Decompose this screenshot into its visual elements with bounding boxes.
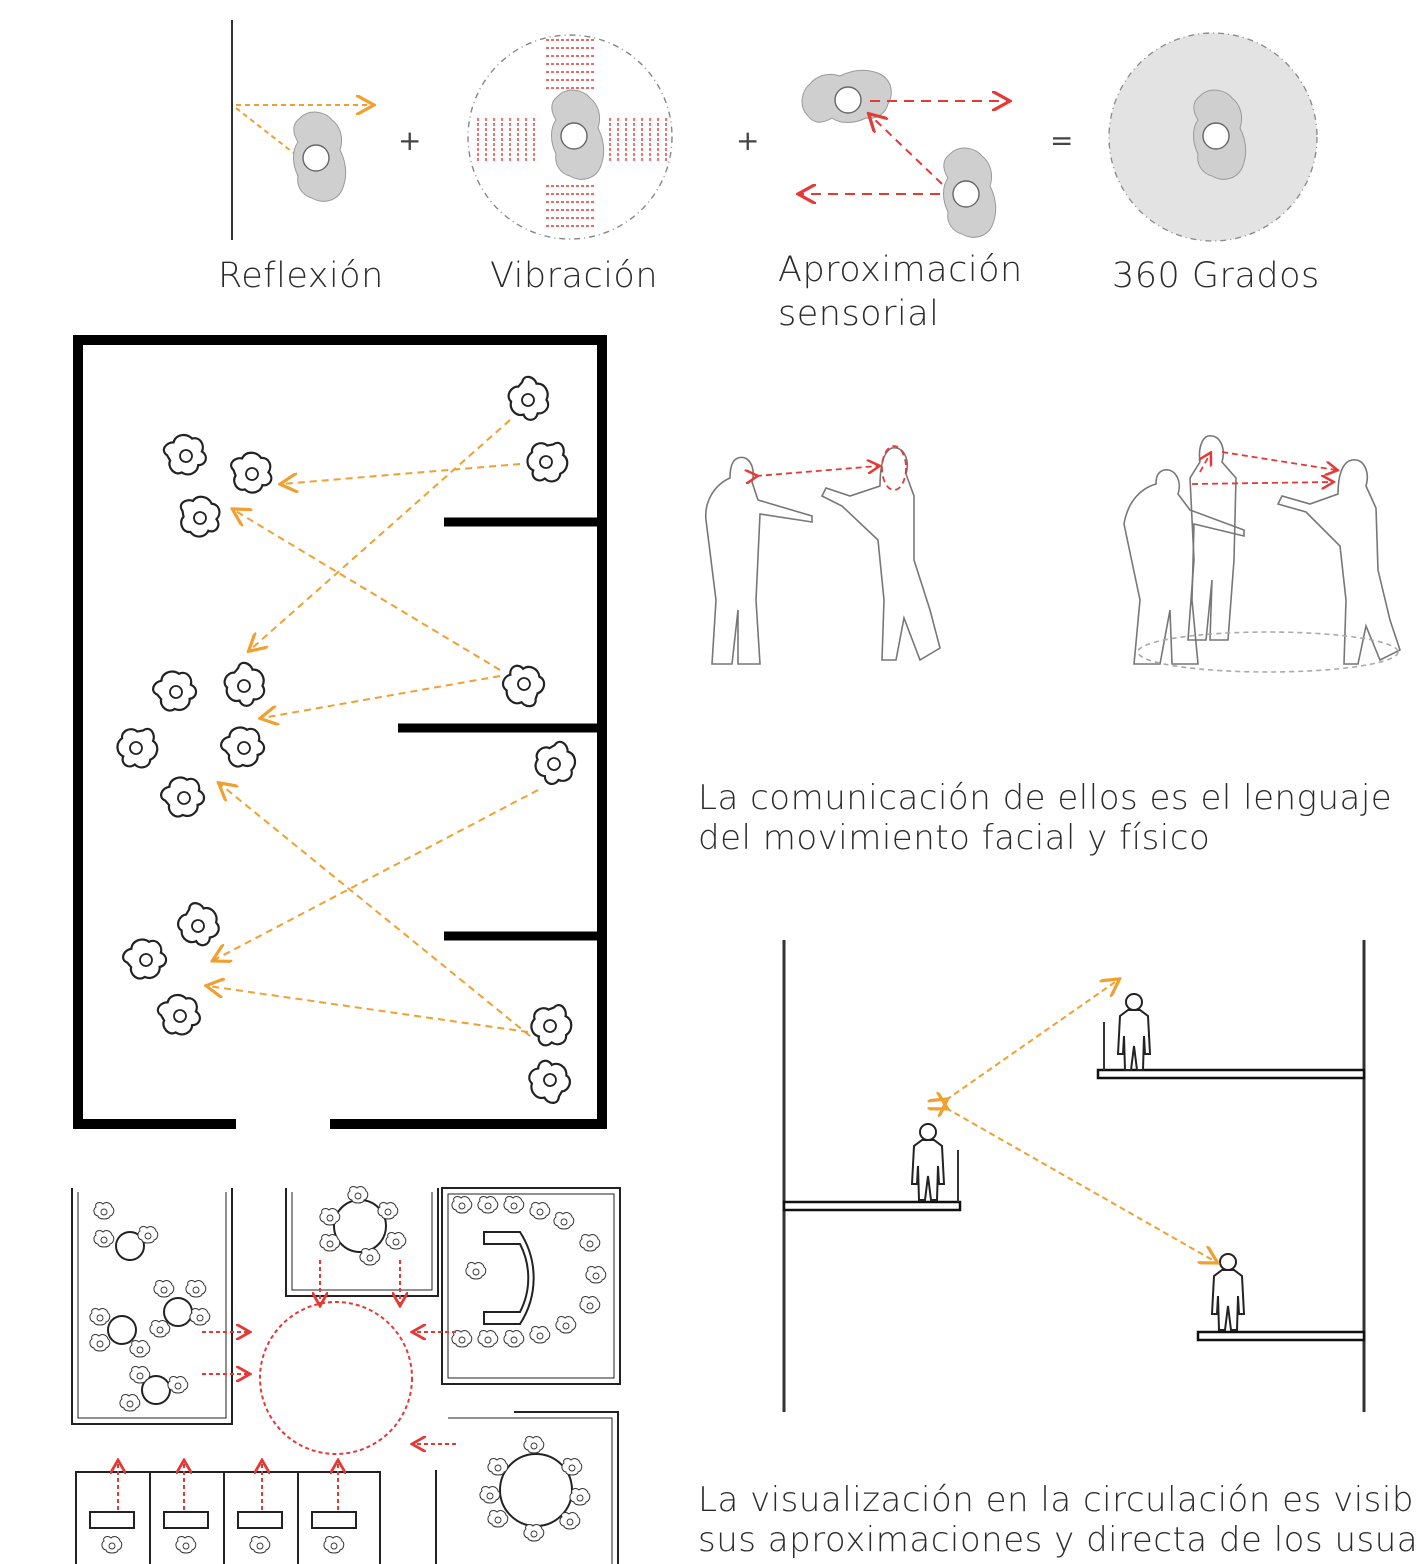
- floor-plan: [73, 335, 607, 1129]
- room-people: [89, 1186, 607, 1554]
- plus-operator-1: +: [398, 124, 422, 157]
- label-aproximacion: Aproximación: [778, 250, 1023, 290]
- grados-diagram: [1108, 32, 1318, 242]
- room-plans: [71, 1187, 621, 1564]
- caption-communication-line2: del movimiento facial y físico: [698, 818, 1211, 858]
- label-sensorial: sensorial: [778, 294, 940, 334]
- label-reflexion: Reflexión: [218, 256, 384, 296]
- section-diagram: [782, 940, 1366, 1412]
- room-arrows: [118, 1260, 456, 1510]
- vibracion-diagram: [467, 34, 673, 240]
- reflexion-diagram: [231, 20, 372, 240]
- label-360-grados: 360 Grados: [1112, 256, 1320, 296]
- equals-operator: =: [1050, 124, 1074, 157]
- aproximacion-diagram: [800, 69, 1008, 238]
- plus-operator-2: +: [736, 124, 760, 157]
- caption-visualization-line2: sus aproximaciones y directa de los usua: [698, 1520, 1418, 1560]
- caption-visualization-line1: La visualización en la circulación es vi…: [698, 1480, 1414, 1520]
- caption-communication-line1: La comunicación de ellos es el lenguaje: [698, 778, 1393, 818]
- communication-arrows: [756, 445, 1336, 491]
- label-vibracion: Vibración: [490, 256, 659, 296]
